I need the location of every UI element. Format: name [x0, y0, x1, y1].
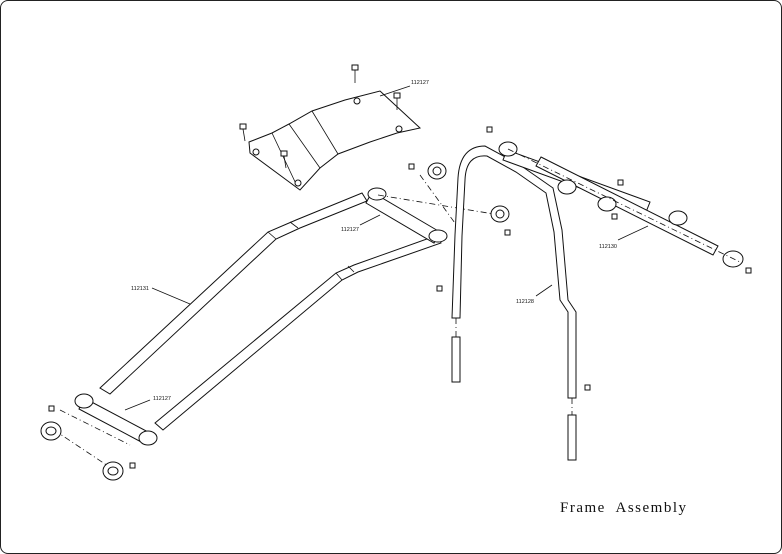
leader-lines [124, 85, 649, 411]
upper-cross-link [365, 174, 501, 244]
part-number-rear-brace: 112130 [599, 244, 617, 250]
roll-bar [451, 145, 577, 461]
part-number-upper-link: 112127 [341, 227, 359, 233]
top-plate [248, 90, 422, 191]
part-number-roll-bar: 112128 [516, 299, 534, 305]
plate-screws [239, 64, 401, 169]
lower-cross-link [53, 393, 158, 467]
clamps [40, 162, 591, 481]
part-number-plate: 112127 [411, 80, 429, 86]
rear-brace [486, 126, 752, 274]
drawing-title: Frame Assembly [560, 500, 688, 516]
side-frame-tubes [99, 192, 442, 431]
part-number-lower-link: 112127 [153, 396, 171, 402]
part-number-side-frame: 112131 [131, 286, 149, 292]
